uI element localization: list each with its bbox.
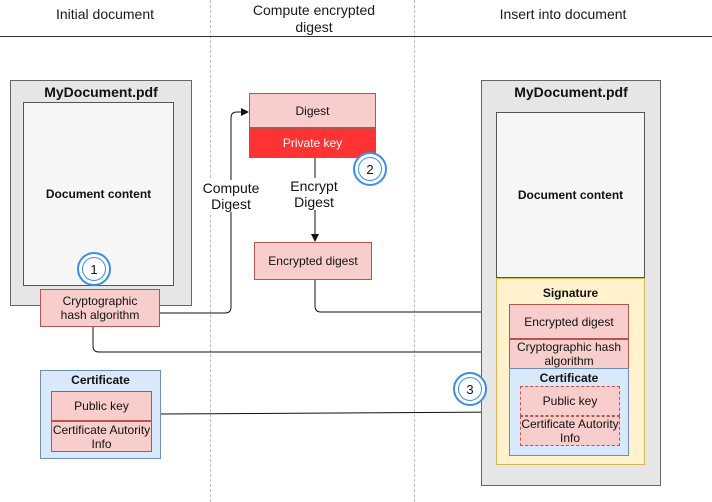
step-badge-2-number: 2: [358, 157, 382, 181]
right-document-content: Document content: [496, 112, 645, 278]
left-certificate-title: Certificate: [71, 373, 130, 387]
signature-authority-info: Certificate Autority Info: [520, 416, 620, 446]
header-rule: [0, 36, 712, 37]
private-key-box: Private key: [249, 128, 376, 158]
lane-title-initial: Initial document: [55, 6, 155, 22]
edge-label-compute-digest: Compute Digest: [196, 180, 266, 212]
left-document-title: MyDocument.pdf: [44, 84, 158, 100]
encrypted-digest-box: Encrypted digest: [254, 242, 372, 280]
edge-certificate-to-signature-certificate: [159, 408, 508, 417]
left-authority-info: Certificate Autority Info: [51, 421, 152, 452]
lane-divider-1: [210, 0, 211, 502]
lane-title-compute: Compute encrypted digest: [252, 2, 376, 35]
digest-box: Digest: [249, 93, 376, 128]
step-badge-2: 2: [353, 152, 387, 186]
signature-certificate-title: Certificate: [539, 371, 599, 385]
edge-encrypted-to-signature: [314, 280, 508, 316]
edge-label-encrypt-digest: Encrypt Digest: [282, 178, 346, 210]
edge-hash-to-digest: [160, 108, 249, 314]
right-document-title: MyDocument.pdf: [514, 84, 628, 100]
lane-title-insert: Insert into document: [499, 6, 627, 22]
edge-hash-to-signature-hash: [92, 327, 508, 356]
lane-divider-2: [414, 0, 415, 502]
signature-encrypted-digest: Encrypted digest: [509, 304, 629, 339]
left-hash-algorithm: Cryptographic hash algorithm: [40, 289, 160, 327]
step-badge-1-number: 1: [82, 257, 106, 281]
step-badge-3-number: 3: [458, 377, 482, 401]
step-badge-3: 3: [453, 372, 487, 406]
step-badge-1: 1: [77, 252, 111, 286]
signature-public-key: Public key: [520, 386, 620, 416]
signature-hash-algorithm: Cryptographic hash algorithm: [509, 339, 629, 369]
signature-title: Signature: [542, 286, 599, 300]
left-public-key: Public key: [51, 391, 152, 421]
